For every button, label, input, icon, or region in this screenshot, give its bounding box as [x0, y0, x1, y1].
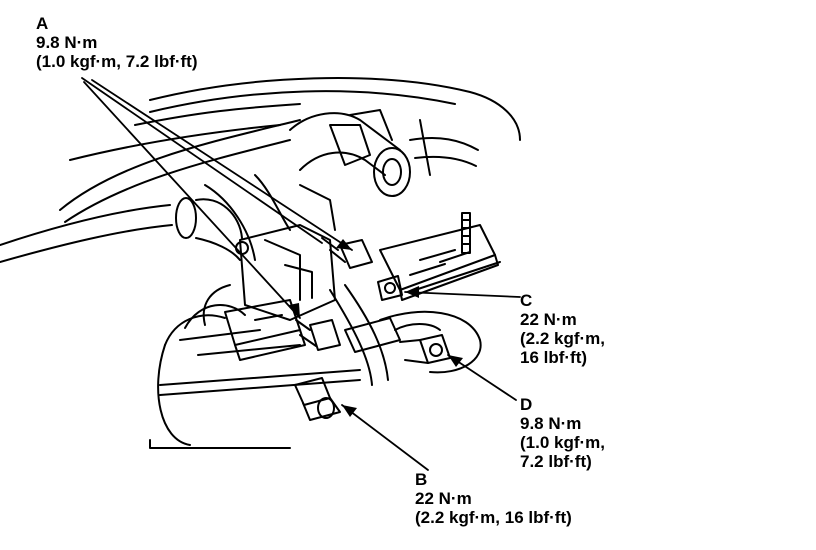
- central-block: [202, 174, 336, 326]
- leader-lines: [81, 77, 521, 471]
- callout-c-torque: C 22 N·m (2.2 kgf·m, 16 lbf·ft): [520, 291, 605, 367]
- upper-manifold-lines: [59, 77, 521, 223]
- arrow-heads: [289, 239, 463, 417]
- callout-b-letter: B: [415, 470, 428, 489]
- bolt-b: [294, 377, 341, 421]
- callout-b-line-2: (2.2 kgf·m, 16 lbf·ft): [415, 508, 572, 527]
- callout-b-torque: B 22 N·m (2.2 kgf·m, 16 lbf·ft): [415, 470, 572, 527]
- bolt-d: [399, 334, 451, 364]
- callout-a-line-1: 9.8 N·m: [36, 33, 98, 52]
- bolt-a-lower: [295, 319, 341, 351]
- callout-a-torque: A 9.8 N·m (1.0 kgf·m, 7.2 lbf·ft): [36, 14, 198, 71]
- callout-d-torque: D 9.8 N·m (1.0 kgf·m, 7.2 lbf·ft): [520, 395, 605, 471]
- bracket-plate: [379, 212, 501, 301]
- callout-d-line-3: 7.2 lbf·ft): [520, 452, 592, 471]
- callout-c-line-3: 16 lbf·ft): [520, 348, 588, 367]
- bolt-a-upper: [321, 237, 373, 269]
- bolt-c: [377, 275, 403, 301]
- callout-c-letter: C: [520, 291, 533, 310]
- callout-c-line-2: (2.2 kgf·m,: [520, 329, 606, 348]
- coolant-hose-upper: [289, 109, 479, 197]
- vertical-pipe: [329, 284, 389, 386]
- callout-d-letter: D: [520, 395, 533, 414]
- callout-a-letter: A: [36, 14, 49, 33]
- lower-right-bracket: [344, 310, 482, 374]
- callout-b-line-1: 22 N·m: [415, 489, 472, 508]
- callout-c-line-1: 22 N·m: [520, 310, 577, 329]
- callout-d-line-2: (1.0 kgf·m,: [520, 433, 606, 452]
- callout-d-line-1: 9.8 N·m: [520, 414, 582, 433]
- left-hose: [0, 184, 256, 263]
- lower-elbow-hose: [149, 304, 361, 449]
- callout-a-line-2: (1.0 kgf·m, 7.2 lbf·ft): [36, 52, 198, 71]
